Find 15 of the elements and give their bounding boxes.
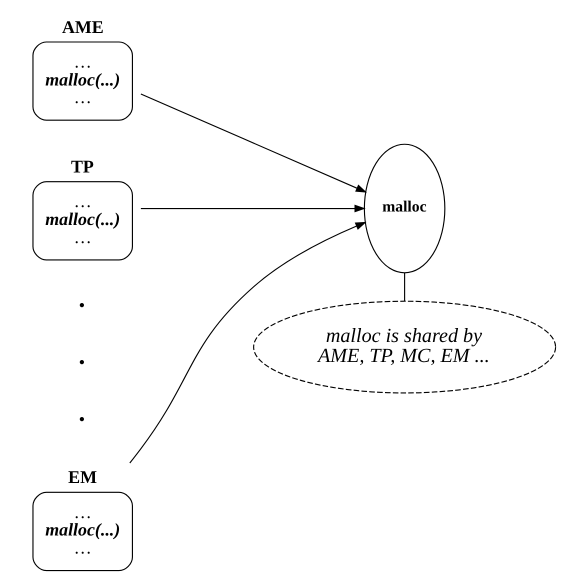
node-label: EM bbox=[68, 467, 97, 488]
arrow bbox=[140, 93, 367, 193]
node-ellipse: malloc is shared by AME, TP, MC, EM ... bbox=[253, 300, 556, 394]
node-box: … malloc(...) … bbox=[32, 492, 133, 572]
arrow bbox=[140, 204, 366, 212]
label: • bbox=[78, 352, 86, 372]
node-label: AME bbox=[62, 16, 104, 37]
node-ellipse: malloc bbox=[364, 144, 446, 274]
node-box: … malloc(...) … bbox=[32, 181, 133, 260]
arrow bbox=[129, 222, 367, 464]
label: • bbox=[78, 409, 86, 430]
node-label: TP bbox=[70, 156, 94, 177]
node-box: … malloc(...) … bbox=[32, 41, 133, 121]
label: • bbox=[78, 295, 86, 316]
connector bbox=[404, 272, 406, 302]
